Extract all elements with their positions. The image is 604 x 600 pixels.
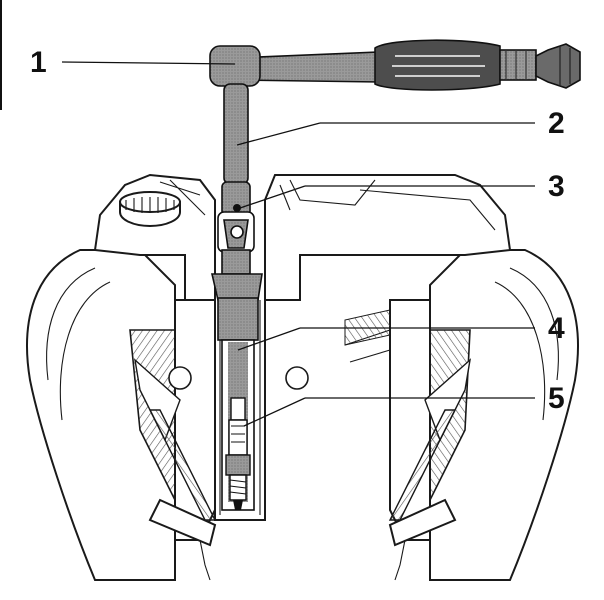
crop-edge — [0, 0, 2, 110]
callout-1-label: 1 — [30, 46, 47, 79]
callout-1-leader — [61, 61, 236, 65]
callout-2: 2 — [236, 107, 565, 146]
callout-3-leader — [239, 185, 306, 209]
callout-4: 4 — [237, 312, 565, 351]
right-bolt-hole — [285, 366, 309, 390]
callout-4-leader — [237, 327, 301, 351]
right-valley-wall — [389, 299, 431, 541]
tool-assembly — [209, 39, 581, 511]
callout-2-leader — [236, 122, 321, 146]
callout-5-leader — [243, 397, 306, 427]
callout-2-label: 2 — [548, 107, 565, 140]
spark-plug — [225, 397, 251, 510]
extension-bar — [223, 83, 249, 185]
callout-5: 5 — [243, 382, 565, 427]
callout-1: 1 — [30, 46, 236, 79]
ratchet-head — [209, 45, 261, 87]
right-valve — [388, 409, 457, 521]
grip-end-cap — [535, 43, 581, 89]
callout-3: 3 — [239, 170, 565, 209]
engine-cylinder-head — [26, 173, 579, 581]
callout-4-label: 4 — [548, 312, 565, 345]
callout-3-label: 3 — [548, 170, 565, 203]
callout-5-label: 5 — [548, 382, 565, 415]
left-bolt-hole — [168, 366, 192, 390]
left-valley-wall — [174, 299, 216, 541]
socket-collar — [210, 273, 263, 301]
